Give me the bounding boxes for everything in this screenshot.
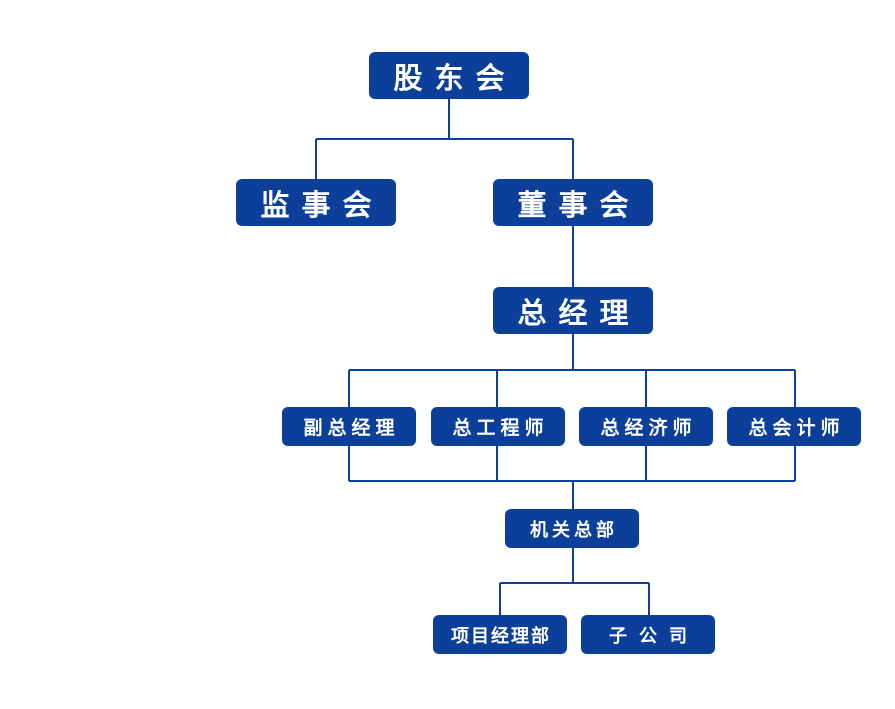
node-chief-accountant: 总会计师 [727,407,861,446]
connector-hq-units [499,548,650,615]
connector-shareholders-split [315,99,574,179]
node-chief-economist: 总经济师 [579,407,713,446]
node-board-of-supervisors: 监事会 [236,179,396,226]
node-deputy-general-manager: 副总经理 [282,407,416,446]
node-project-department: 项目经理部 [433,615,567,654]
node-shareholders-meeting: 股东会 [369,52,529,99]
node-subsidiary: 子公司 [581,615,715,654]
node-general-manager: 总经理 [493,287,653,334]
node-headquarters: 机关总部 [505,509,639,548]
connector-executives-hq [348,446,796,509]
node-chief-engineer: 总工程师 [431,407,565,446]
connector-gm-executives [348,334,796,407]
node-board-of-directors: 董事会 [493,179,653,226]
